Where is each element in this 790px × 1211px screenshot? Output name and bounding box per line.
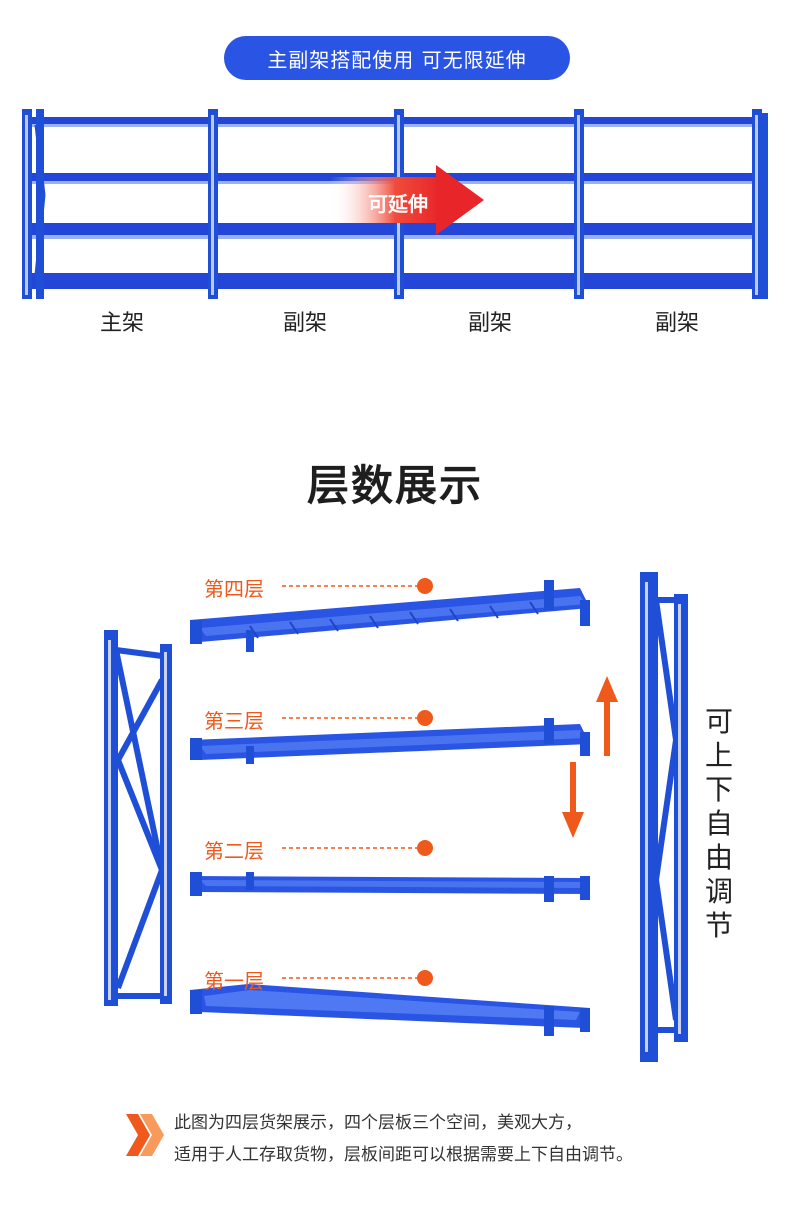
- layer-label-2: 第二层: [204, 839, 264, 863]
- rack-label-sub-3: 副架: [654, 311, 700, 336]
- layer-label-4: 第四层: [204, 577, 264, 601]
- adjust-char: 上: [704, 739, 733, 772]
- adjustable-vertical-text: 可 上 下 自 由 调 节: [704, 705, 734, 943]
- adjust-char: 可: [704, 705, 733, 738]
- rack-label-sub-1: 副架: [282, 311, 328, 336]
- note-line-1: 此图为四层货架展示，四个层板三个空间，美观大方，: [174, 1113, 582, 1133]
- shelf-4: [190, 580, 590, 652]
- right-frame: [640, 572, 688, 1062]
- rack-illustration: [22, 109, 768, 299]
- layer-label-3: 第三层: [204, 709, 264, 733]
- rack-label-sub-2: 副架: [467, 311, 513, 336]
- adjust-char: 节: [704, 909, 733, 942]
- left-frame: [104, 630, 172, 1006]
- adjust-char: 调: [704, 875, 733, 908]
- layers-illustration: [104, 572, 688, 1062]
- double-chevron-icon: [126, 1114, 164, 1156]
- shelf-3: [190, 718, 590, 764]
- rack-label-main: 主架: [99, 311, 145, 336]
- adjust-char: 下: [704, 773, 733, 806]
- adjust-char: 自: [704, 807, 733, 840]
- shelf-2: [190, 872, 590, 902]
- extension-arrow-label: 可延伸: [368, 192, 428, 216]
- section-title: 层数展示: [306, 461, 483, 510]
- adjust-char: 由: [704, 841, 733, 874]
- note-line-2: 适用于人工存取货物，层板间距可以根据需要上下自由调节。: [174, 1145, 633, 1165]
- shelf-1: [190, 984, 590, 1036]
- top-banner: 主副架搭配使用 可无限延伸: [224, 36, 570, 80]
- layer-label-1: 第一层: [204, 969, 264, 993]
